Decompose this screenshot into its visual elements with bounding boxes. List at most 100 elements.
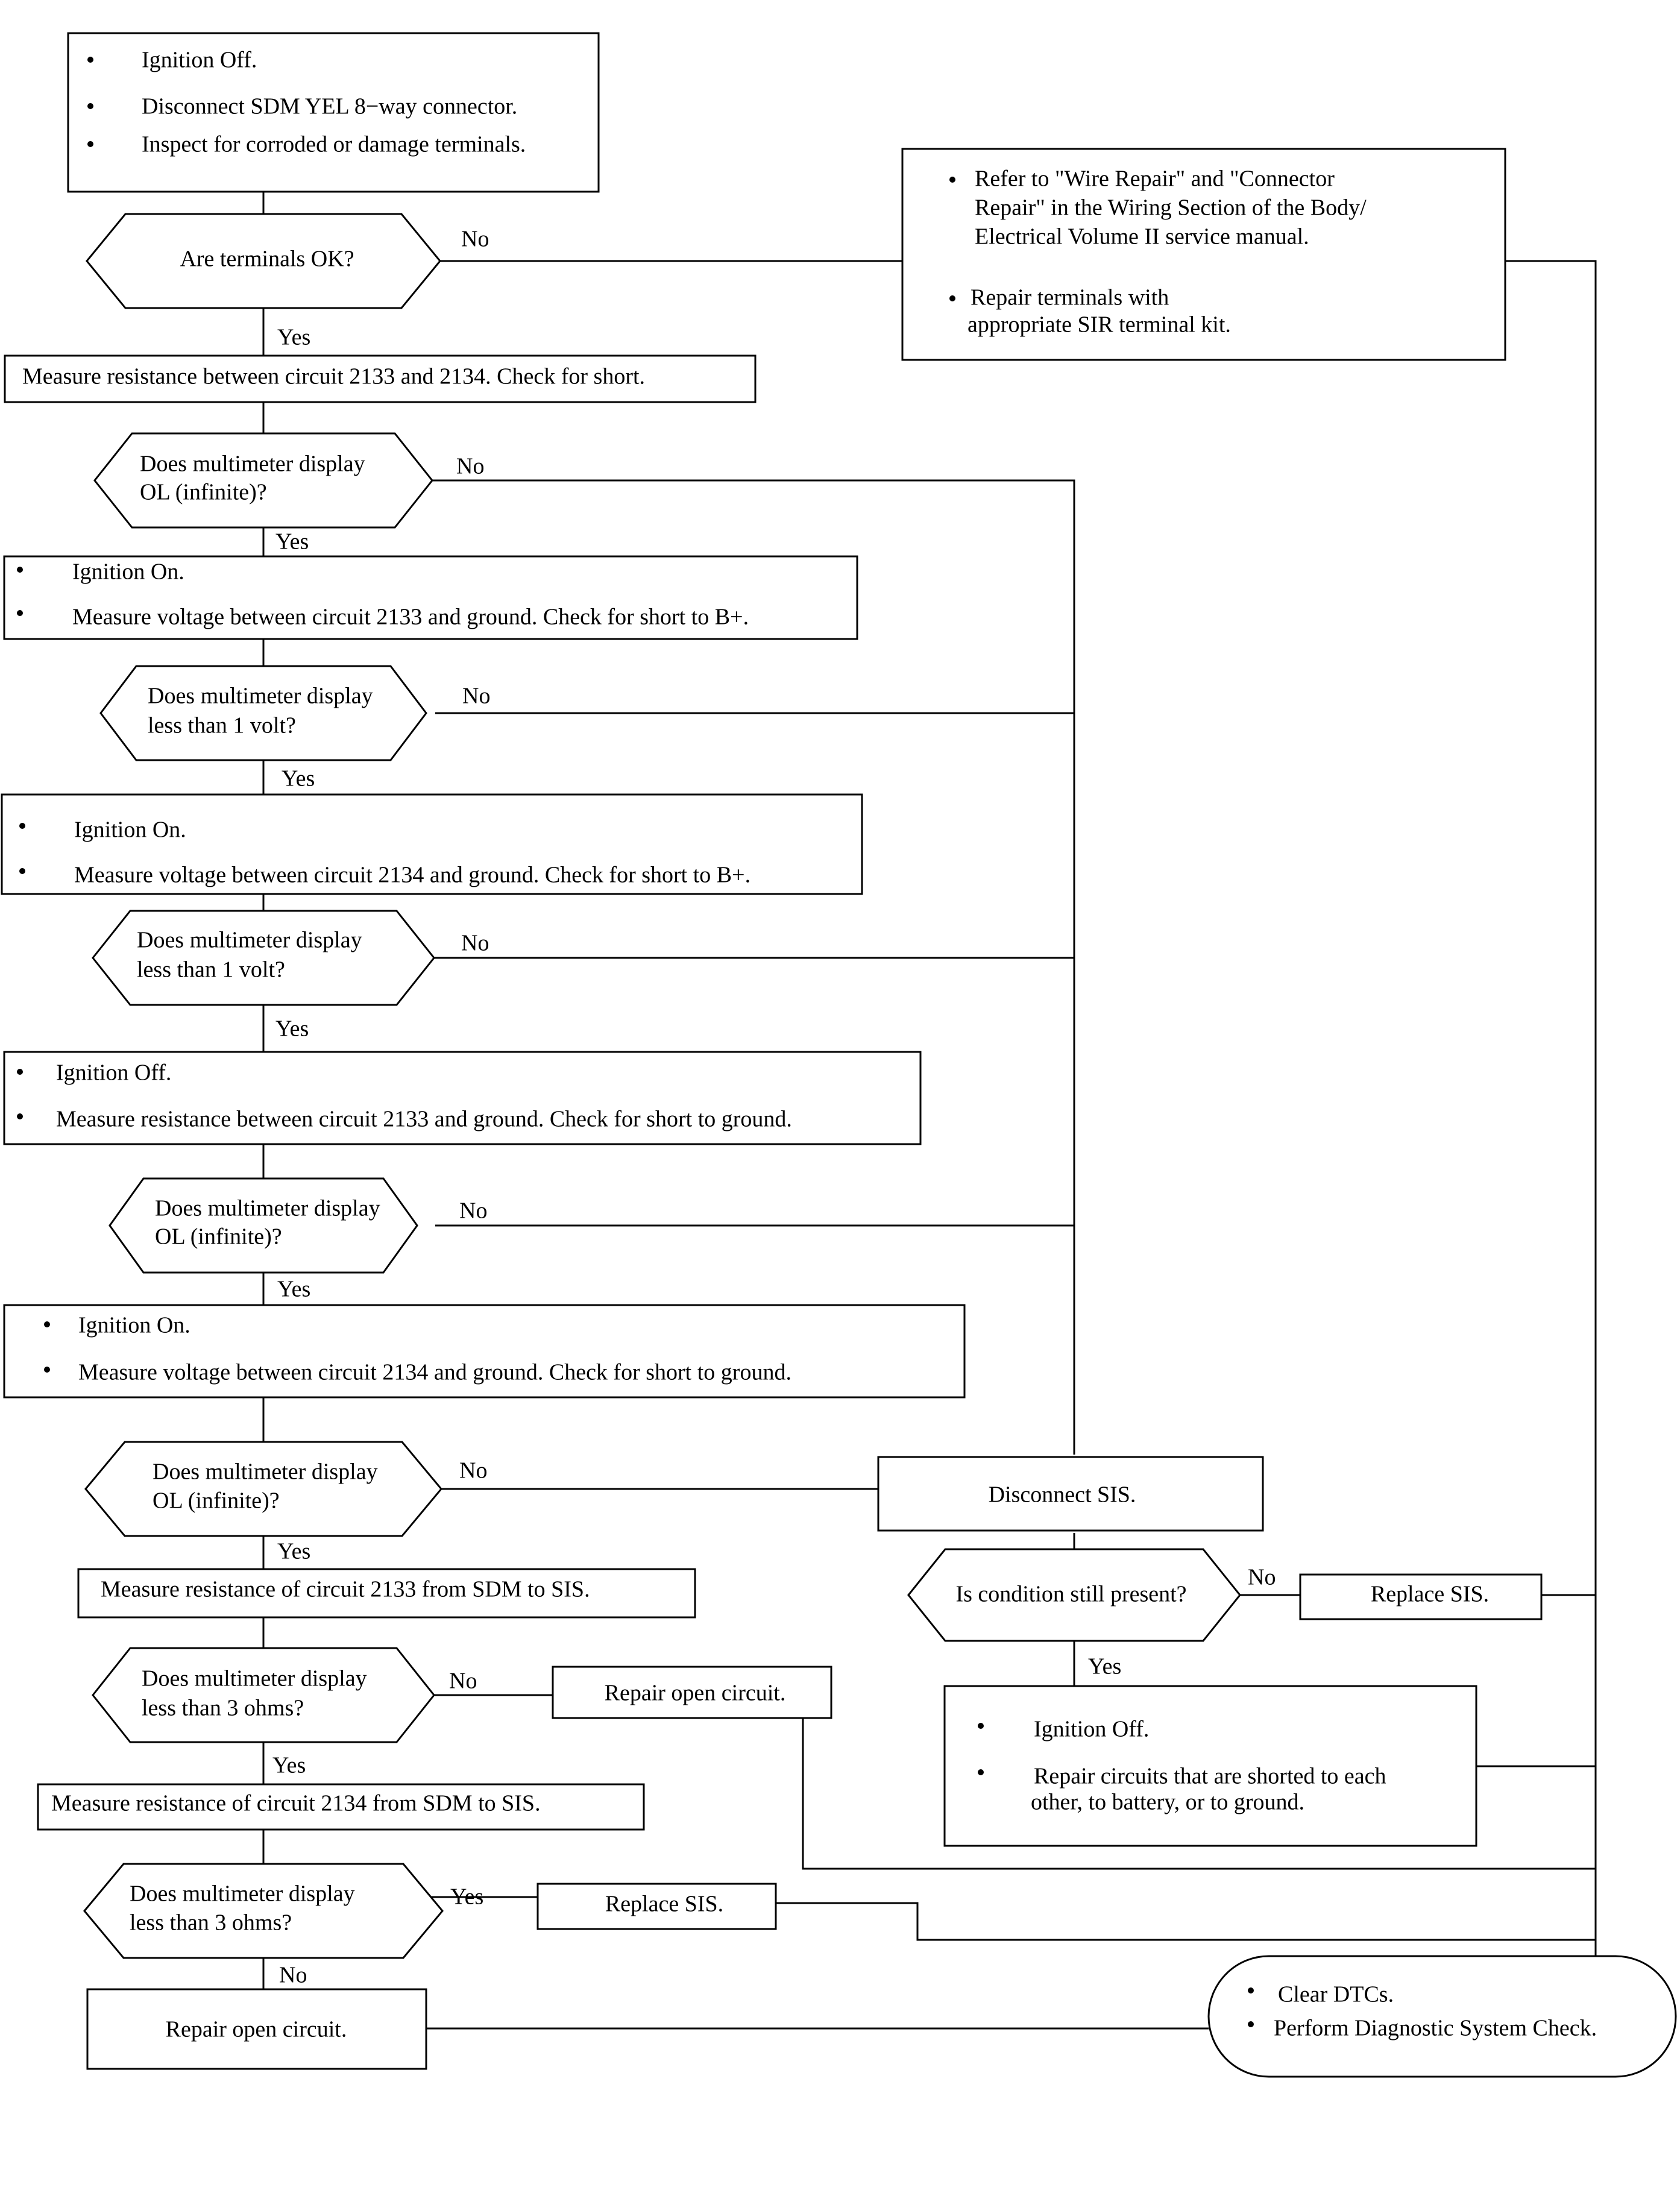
s3-box (3, 555, 858, 640)
d7-diamond (92, 1647, 435, 1743)
replace-sis-1-box (1299, 1573, 1543, 1620)
d6-no-label: No (459, 1458, 487, 1484)
s6-bullet (44, 1367, 50, 1373)
s1-bullet (87, 141, 93, 147)
repair-terminals-line: Electrical Volume II service manual. (975, 224, 1309, 250)
repair-terminals-line: appropriate SIR terminal kit. (967, 312, 1231, 338)
d7-yes-label: Yes (272, 1753, 306, 1778)
d3-no-label: No (462, 684, 490, 709)
d5-no-label: No (459, 1198, 487, 1224)
condition-diamond (907, 1548, 1241, 1642)
s5-line: Ignition Off. (56, 1060, 171, 1086)
right-return-line (1505, 260, 1597, 1956)
s6-bullet (44, 1321, 50, 1327)
d8-diamond (83, 1863, 444, 1959)
repair-shorts-bullet (978, 1723, 984, 1729)
line-replace2-return (776, 1902, 1596, 1941)
repair-shorts-line: Repair circuits that are shorted to each (1034, 1764, 1386, 1789)
s4-box (1, 793, 863, 895)
d8-yes-label: Yes (450, 1884, 483, 1910)
s8-line: Measure resistance of circuit 2134 from … (51, 1791, 541, 1816)
repair-open-2-box (86, 1988, 427, 2070)
d2-text: OL (infinite)? (140, 480, 267, 505)
s6-box (3, 1304, 966, 1399)
s1-bullet (87, 103, 93, 109)
repair-shorts-line: Ignition Off. (1034, 1717, 1149, 1742)
replace-sis-2-box (536, 1883, 777, 1930)
repair-terminals-bullet (949, 177, 955, 183)
repair-terminals-box (901, 148, 1506, 361)
condition-yes-label: Yes (1088, 1654, 1121, 1679)
d3-text: Does multimeter display (148, 684, 373, 709)
line-repair-open-1-return (802, 1718, 1596, 1870)
d6-diamond (84, 1441, 442, 1537)
d7-no-label: No (449, 1669, 477, 1694)
s1-bullet (87, 57, 93, 63)
s5-box (3, 1051, 922, 1145)
d2-diamond (93, 432, 433, 529)
d6-yes-label: Yes (277, 1539, 310, 1564)
repair-shorts-line: other, to battery, or to ground. (1031, 1790, 1304, 1815)
d3-text: less than 1 volt? (148, 713, 296, 738)
d4-text: Does multimeter display (137, 928, 362, 953)
d4-text: less than 1 volt? (137, 957, 285, 983)
condition-text: Is condition still present? (955, 1582, 1186, 1607)
repair-terminals-line: Repair" in the Wiring Section of the Bod… (975, 195, 1367, 221)
d8-no-label: No (279, 1963, 307, 1988)
d5-text: OL (infinite)? (155, 1224, 282, 1250)
s4-line: Measure voltage between circuit 2134 and… (74, 863, 750, 888)
repair-shorts-box (943, 1685, 1477, 1847)
d8-text: less than 3 ohms? (130, 1910, 292, 1936)
end-line: Perform Diagnostic System Check. (1274, 2016, 1597, 2041)
repair-terminals-line: Repair terminals with (971, 285, 1169, 310)
s2-box (4, 354, 757, 403)
s1-line: Disconnect SDM YEL 8−way connector. (142, 94, 517, 119)
d1-no-label: No (461, 227, 489, 252)
s1-line: Inspect for corroded or damage terminals… (142, 132, 526, 157)
s7-box (77, 1568, 696, 1619)
replace-sis-2-text: Replace SIS. (605, 1892, 723, 1917)
d2-text: Does multimeter display (140, 452, 365, 477)
d1-text: Are terminals OK? (180, 247, 354, 272)
d6-text: OL (infinite)? (153, 1488, 280, 1514)
s6-line: Ignition On. (78, 1313, 190, 1338)
s4-bullet (19, 823, 25, 829)
end-bullet (1248, 2021, 1254, 2027)
d4-diamond (92, 910, 435, 1006)
s5-bullet (17, 1113, 23, 1119)
d3-yes-label: Yes (282, 766, 315, 791)
d8-text: Does multimeter display (130, 1881, 355, 1907)
d3-diamond (99, 665, 427, 761)
s3-line: Ignition On. (72, 559, 184, 585)
d7-text: Does multimeter display (142, 1666, 367, 1691)
s5-line: Measure resistance between circuit 2133 … (56, 1107, 792, 1132)
replace-sis-1-text: Replace SIS. (1371, 1582, 1489, 1607)
end-bullet (1248, 1987, 1254, 1993)
s3-bullet (17, 610, 23, 616)
s4-line: Ignition On. (74, 817, 186, 843)
s1-line: Ignition Off. (142, 48, 257, 73)
s4-bullet (19, 868, 25, 874)
s6-line: Measure voltage between circuit 2134 and… (78, 1360, 791, 1385)
s2-line: Measure resistance between circuit 2133 … (22, 364, 645, 389)
d5-text: Does multimeter display (155, 1196, 380, 1221)
s5-bullet (17, 1069, 23, 1075)
end-terminal (1207, 1955, 1677, 2078)
d4-yes-label: Yes (275, 1016, 309, 1042)
repair-open-1-box (552, 1666, 832, 1719)
d2-yes-label: Yes (275, 529, 309, 555)
end-line: Clear DTCs. (1278, 1982, 1394, 2007)
repair-terminals-line: Refer to "Wire Repair" and "Connector (975, 166, 1335, 192)
s1-box (67, 32, 600, 193)
condition-no-label: No (1248, 1565, 1276, 1590)
s3-line: Measure voltage between circuit 2133 and… (72, 605, 749, 630)
s3-bullet (17, 567, 23, 573)
d1-yes-label: Yes (277, 325, 310, 350)
repair-shorts-bullet (978, 1769, 984, 1775)
repair-open-2-text: Repair open circuit. (166, 2017, 347, 2042)
repair-open-1-text: Repair open circuit. (605, 1681, 786, 1706)
s8-box (37, 1783, 645, 1831)
d5-diamond (109, 1177, 418, 1274)
d5-yes-label: Yes (277, 1277, 310, 1302)
